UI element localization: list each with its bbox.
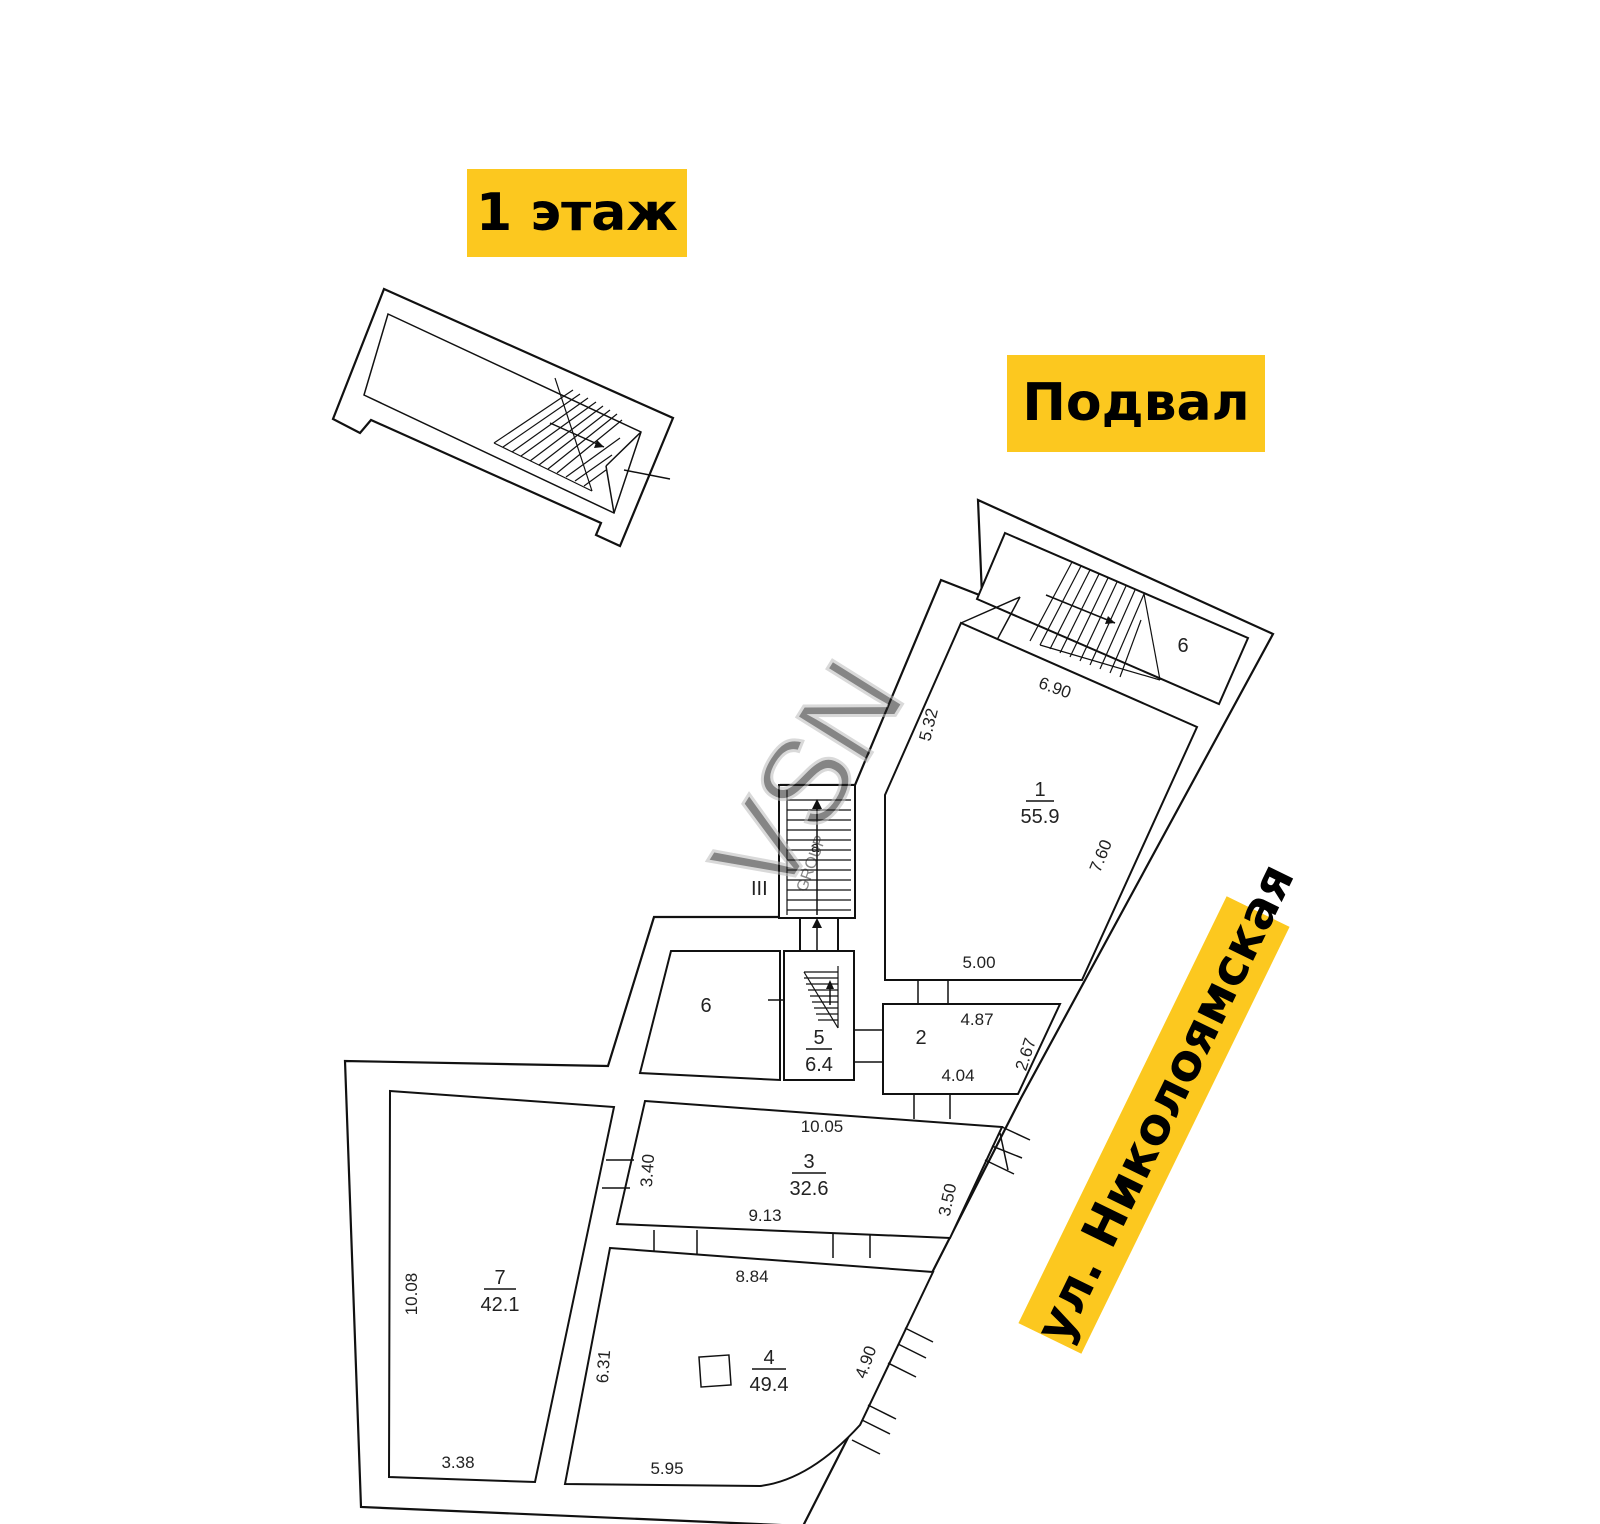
- room-6: [638, 950, 792, 1082]
- dim-r7-bottom: 3.38: [441, 1453, 474, 1472]
- dim-r4-left: 6.31: [593, 1349, 614, 1383]
- room-5-number: 5: [813, 1027, 824, 1049]
- dim-r1-bottom: 5.00: [962, 953, 995, 972]
- first-floor-stair-hatching: [493, 377, 623, 492]
- room-5: [783, 950, 855, 1081]
- room-7-area: 42.1: [481, 1294, 520, 1316]
- room-4: [563, 1246, 935, 1488]
- room-4-area: 49.4: [750, 1374, 789, 1396]
- room-1-area: 55.9: [1021, 806, 1060, 828]
- room-3: [602, 1099, 1031, 1258]
- room-4-number: 4: [763, 1347, 774, 1369]
- dimension-labels: 6.90 5.32 7.60 5.00 4.87 4.04 2.67 10.05…: [402, 673, 1116, 1478]
- stair-number-label: III: [751, 878, 768, 900]
- room-2-number: 2: [915, 1027, 926, 1049]
- flight-mark: а: [811, 839, 820, 856]
- stair-iii: III а: [751, 784, 856, 952]
- dim-r2-bottom: 4.04: [941, 1066, 974, 1085]
- dim-r4-top: 8.84: [735, 1267, 768, 1286]
- room-2: [854, 1003, 1062, 1119]
- dim-r7-left: 10.08: [402, 1273, 421, 1316]
- room-6-stair-well: [975, 531, 1250, 706]
- room-6-number: 6: [700, 995, 711, 1017]
- dim-r3-left: 3.40: [637, 1153, 658, 1187]
- room-7: [387, 1089, 616, 1484]
- room-1-number: 1: [1034, 779, 1045, 801]
- room-3-area: 32.6: [790, 1178, 829, 1200]
- basement-stair-hatching: [1029, 561, 1161, 681]
- dim-r4-bottom: 5.95: [650, 1459, 683, 1478]
- room-3-number: 3: [803, 1151, 814, 1173]
- dim-r2-top: 4.87: [960, 1010, 993, 1029]
- room-5-area: 6.4: [805, 1054, 833, 1076]
- room-7-number: 7: [494, 1267, 505, 1289]
- dim-r3-bottom: 9.13: [748, 1206, 781, 1225]
- room-6-stair-number: 6: [1177, 635, 1188, 657]
- basement-label: Подвал: [1007, 355, 1265, 452]
- room-labels: 1 55.9 2 3 32.6 4 49.4 5 6.4 6 6 7 42.1: [481, 635, 1189, 1396]
- first-floor-label: 1 этаж: [467, 169, 687, 257]
- dim-r3-top: 10.05: [801, 1117, 844, 1136]
- first-floor-stair-block: [331, 287, 675, 548]
